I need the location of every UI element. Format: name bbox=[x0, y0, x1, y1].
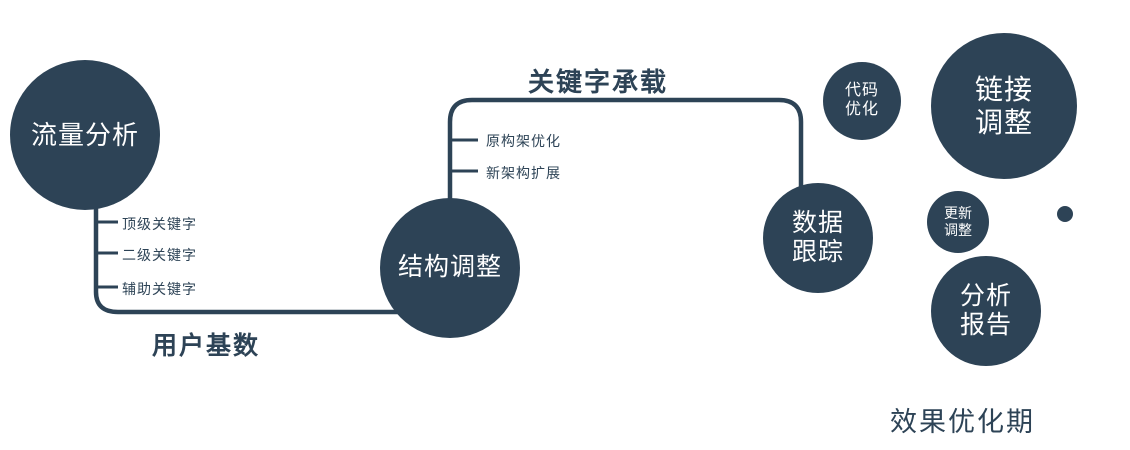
branch-label-new-architecture: 新架构扩展 bbox=[486, 165, 561, 181]
node-code-optimization: 代码优化 bbox=[823, 62, 901, 140]
connector-keyword-bearing-path bbox=[447, 97, 804, 208]
node-analysis-report-label: 分析报告 bbox=[959, 281, 1012, 340]
node-traffic-analysis-label: 流量分析 bbox=[30, 119, 139, 150]
branch-label-top-keyword: 顶级关键字 bbox=[122, 216, 197, 232]
caption-effect-optimization: 效果优化期 bbox=[890, 407, 1035, 437]
node-update-adjustment: 更新调整 bbox=[927, 191, 989, 253]
node-structure-adjustment-label: 结构调整 bbox=[397, 253, 502, 282]
edge-label-user-base: 用户基数 bbox=[152, 332, 261, 360]
node-small-dot bbox=[1057, 206, 1073, 222]
branch-label-auxiliary-keyword: 辅助关键字 bbox=[122, 281, 197, 297]
node-analysis-report: 分析报告 bbox=[931, 256, 1041, 366]
node-structure-adjustment: 结构调整 bbox=[380, 198, 520, 338]
branch-label-secondary-keyword: 二级关键字 bbox=[122, 247, 197, 263]
connector-user-base-path bbox=[93, 200, 432, 315]
node-link-adjustment-label: 链接调整 bbox=[974, 73, 1033, 138]
node-link-adjustment: 链接调整 bbox=[931, 33, 1077, 179]
node-traffic-analysis: 流量分析 bbox=[10, 60, 160, 210]
node-data-tracking: 数据跟踪 bbox=[763, 183, 873, 293]
node-data-tracking-label: 数据跟踪 bbox=[791, 208, 844, 267]
node-update-adjustment-label: 更新调整 bbox=[944, 205, 972, 238]
branch-label-original-architecture: 原构架优化 bbox=[486, 133, 561, 149]
edge-label-keyword-bearing: 关键字承载 bbox=[528, 67, 669, 97]
node-code-optimization-label: 代码优化 bbox=[844, 82, 879, 118]
